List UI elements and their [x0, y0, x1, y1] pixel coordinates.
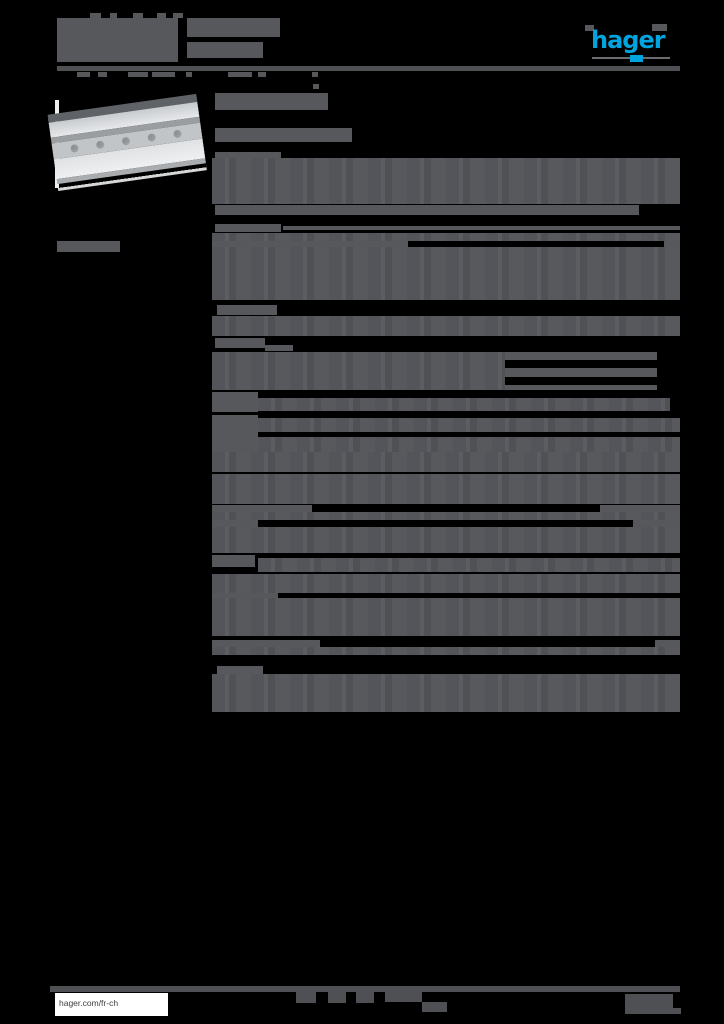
redacted-text-line	[258, 437, 680, 452]
redacted-text-fragment	[128, 72, 148, 77]
redacted-text-fragment	[228, 72, 252, 77]
redacted-text-fragment	[133, 13, 143, 18]
photo-caption-redacted	[57, 241, 120, 252]
redacted-text-fragment	[98, 72, 107, 77]
footer-redacted-block	[422, 1002, 447, 1012]
redacted-text-fragment	[312, 72, 318, 77]
redacted-text-line	[212, 647, 680, 655]
redacted-subtitle-line	[187, 18, 280, 37]
footer-redacted-block	[385, 987, 422, 1002]
logo-tick-icon	[630, 55, 643, 62]
redacted-text-line	[212, 241, 408, 247]
redacted-text-fragment	[110, 13, 117, 18]
redacted-label	[212, 555, 255, 567]
footer-redacted-block	[673, 1008, 681, 1014]
redacted-text-fragment	[90, 13, 101, 18]
redacted-text-line	[258, 398, 670, 411]
redacted-text-line	[212, 233, 680, 241]
redacted-text-fragment	[258, 72, 266, 77]
product-photo	[47, 92, 207, 194]
redacted-text-fragment	[157, 13, 166, 18]
redacted-text-fragment	[212, 593, 278, 598]
redacted-text-fragment	[600, 505, 680, 512]
redacted-label	[217, 305, 277, 315]
perforation-hole	[147, 133, 157, 143]
redacted-label	[212, 392, 258, 412]
redacted-paragraph	[212, 452, 680, 472]
redacted-text-fragment	[265, 345, 293, 351]
redacted-text-fragment	[212, 505, 312, 512]
redacted-text-fragment	[152, 72, 175, 77]
redacted-text-fragment	[633, 520, 680, 527]
redacted-text-line	[283, 226, 680, 230]
website-link[interactable]: hager.com/fr-ch	[59, 998, 119, 1008]
redacted-text-fragment	[313, 84, 319, 89]
footer-redacted-block	[296, 992, 316, 1003]
footer-url-box: hager.com/fr-ch	[55, 993, 168, 1016]
redacted-text-fragment	[585, 25, 594, 31]
redacted-paragraph	[212, 574, 680, 593]
cable-trunking-image	[47, 93, 207, 188]
redacted-text-fragment	[173, 13, 183, 18]
redacted-paragraph	[212, 527, 680, 553]
redacted-text-fragment	[655, 640, 680, 647]
footer-redacted-block	[356, 992, 374, 1003]
redacted-text-fragment	[77, 72, 90, 77]
perforation-hole	[172, 129, 183, 139]
redacted-text-fragment	[186, 72, 192, 77]
redacted-paragraph	[212, 158, 680, 204]
redacted-title-line	[57, 18, 178, 62]
redacted-text-line	[215, 205, 639, 215]
redacted-table-row	[505, 368, 657, 377]
footer-page-number-redacted	[625, 994, 673, 1014]
redacted-paragraph	[212, 352, 505, 390]
hager-logo: hager	[591, 26, 666, 54]
redacted-text-line	[258, 558, 680, 572]
header-divider-rule	[57, 66, 680, 71]
perforation-hole	[121, 136, 131, 146]
footer-redacted-block	[328, 992, 346, 1003]
redacted-paragraph	[212, 674, 680, 712]
redacted-label	[215, 152, 281, 158]
redacted-text-fragment	[664, 241, 680, 247]
redacted-text-line	[212, 512, 680, 520]
redacted-text-fragment	[215, 338, 265, 348]
redacted-text-line	[258, 418, 680, 432]
redacted-paragraph	[212, 316, 680, 336]
footer-divider-rule	[50, 986, 680, 992]
redacted-paragraph	[212, 598, 680, 636]
perforation-hole	[95, 140, 105, 150]
redacted-label	[217, 666, 263, 674]
redacted-subtitle-line	[187, 42, 263, 58]
perforation-hole	[69, 143, 80, 153]
redacted-subheading	[215, 128, 352, 142]
redacted-table-row	[505, 352, 657, 360]
redacted-text-fragment	[652, 24, 667, 31]
redacted-paragraph	[212, 474, 680, 504]
redacted-label	[215, 224, 281, 232]
redacted-text-fragment	[212, 640, 320, 647]
redacted-table-row	[505, 385, 657, 390]
redacted-heading	[215, 93, 328, 110]
redacted-paragraph	[212, 247, 680, 300]
redacted-text-fragment	[212, 520, 258, 527]
